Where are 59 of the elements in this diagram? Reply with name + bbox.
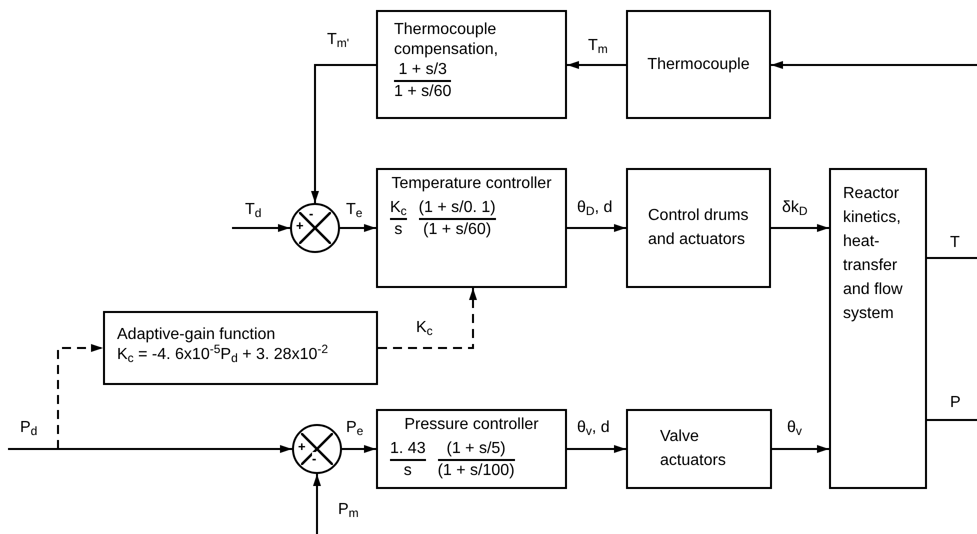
edge-label: T$_{m}$	[588, 36, 608, 56]
signal-line	[927, 257, 977, 259]
gain-equation: K$_{c}$ = -4. 6x10$^{-5}$P$_{d}$ + 3. 28x10$^{-2}$	[117, 345, 328, 365]
signal-arrow	[342, 445, 376, 453]
signal-arrow	[567, 445, 626, 453]
signal-arrow	[771, 224, 829, 232]
signal-arrow	[232, 224, 290, 232]
summing-junction	[292, 424, 342, 474]
edge-label: θ$_{D}$, d	[577, 198, 612, 218]
signal-arrow	[8, 445, 292, 453]
block-label: Thermocouple	[647, 54, 750, 74]
transfer-function-numerator: 1 + s/3	[398, 60, 447, 80]
block-box	[626, 409, 772, 489]
block-title: Adaptive-gain function	[117, 325, 276, 344]
summing-junction	[290, 203, 340, 253]
signal-arrow	[567, 224, 626, 232]
edge-label: P$_{m}$	[338, 500, 359, 520]
edge-label: T$_{m'}$	[327, 30, 350, 50]
signal-arrow	[772, 445, 829, 453]
gain-numerator: 1. 43	[390, 439, 426, 459]
block-label: Control drums and actuators	[648, 206, 750, 250]
sign-label: +	[296, 219, 304, 232]
block-label: Reactor kinetics, heat- transfer and flow system	[843, 184, 904, 324]
sign-label: +	[298, 440, 306, 453]
block-box	[103, 311, 378, 385]
transfer-function-numerator: (1 + s/5)	[446, 439, 506, 459]
block-title: Thermocouple compensation,	[394, 20, 500, 60]
signal-arrow	[771, 61, 977, 69]
block-title: Pressure controller	[404, 415, 539, 435]
edge-label: T$_{e}$	[346, 200, 362, 220]
signal-arrow	[313, 474, 321, 534]
transfer-function-numerator: (1 + s/0. 1)	[418, 198, 496, 218]
block-box	[376, 168, 567, 288]
edge-label: P$_{d}$	[20, 418, 38, 438]
block-box	[626, 10, 771, 119]
block-label: Valve actuators	[660, 427, 727, 471]
signal-arrow	[567, 61, 626, 69]
transfer-function-denominator: (1 + s/100)	[438, 461, 515, 481]
edge-label: θ$_{v}$	[787, 418, 802, 438]
edge-label: θ$_{v}$, d	[577, 418, 610, 438]
edge-label: T$_{d}$	[245, 200, 262, 220]
transfer-function-denominator: 1 + s/60	[394, 82, 452, 102]
block-title: Temperature controller	[391, 174, 552, 194]
signal-arrow	[340, 224, 376, 232]
edge-label: K$_{c}$	[416, 318, 433, 338]
dashed-arrow	[378, 288, 477, 349]
edge-label: δk$_{D}$	[782, 198, 808, 218]
gain-denominator: s	[394, 220, 402, 240]
transfer-function-denominator: (1 + s/60)	[423, 220, 492, 240]
gain-numerator: K$_{c}$	[390, 198, 407, 218]
block-box	[376, 409, 567, 489]
block-box	[376, 10, 567, 119]
signal-line	[927, 419, 977, 421]
gain-denominator: s	[404, 461, 412, 481]
dashed-arrow	[57, 344, 103, 449]
signal-arrow	[311, 64, 376, 203]
block-box	[829, 168, 927, 489]
block-box	[626, 168, 771, 288]
edge-label: P$_{e}$	[346, 418, 364, 438]
